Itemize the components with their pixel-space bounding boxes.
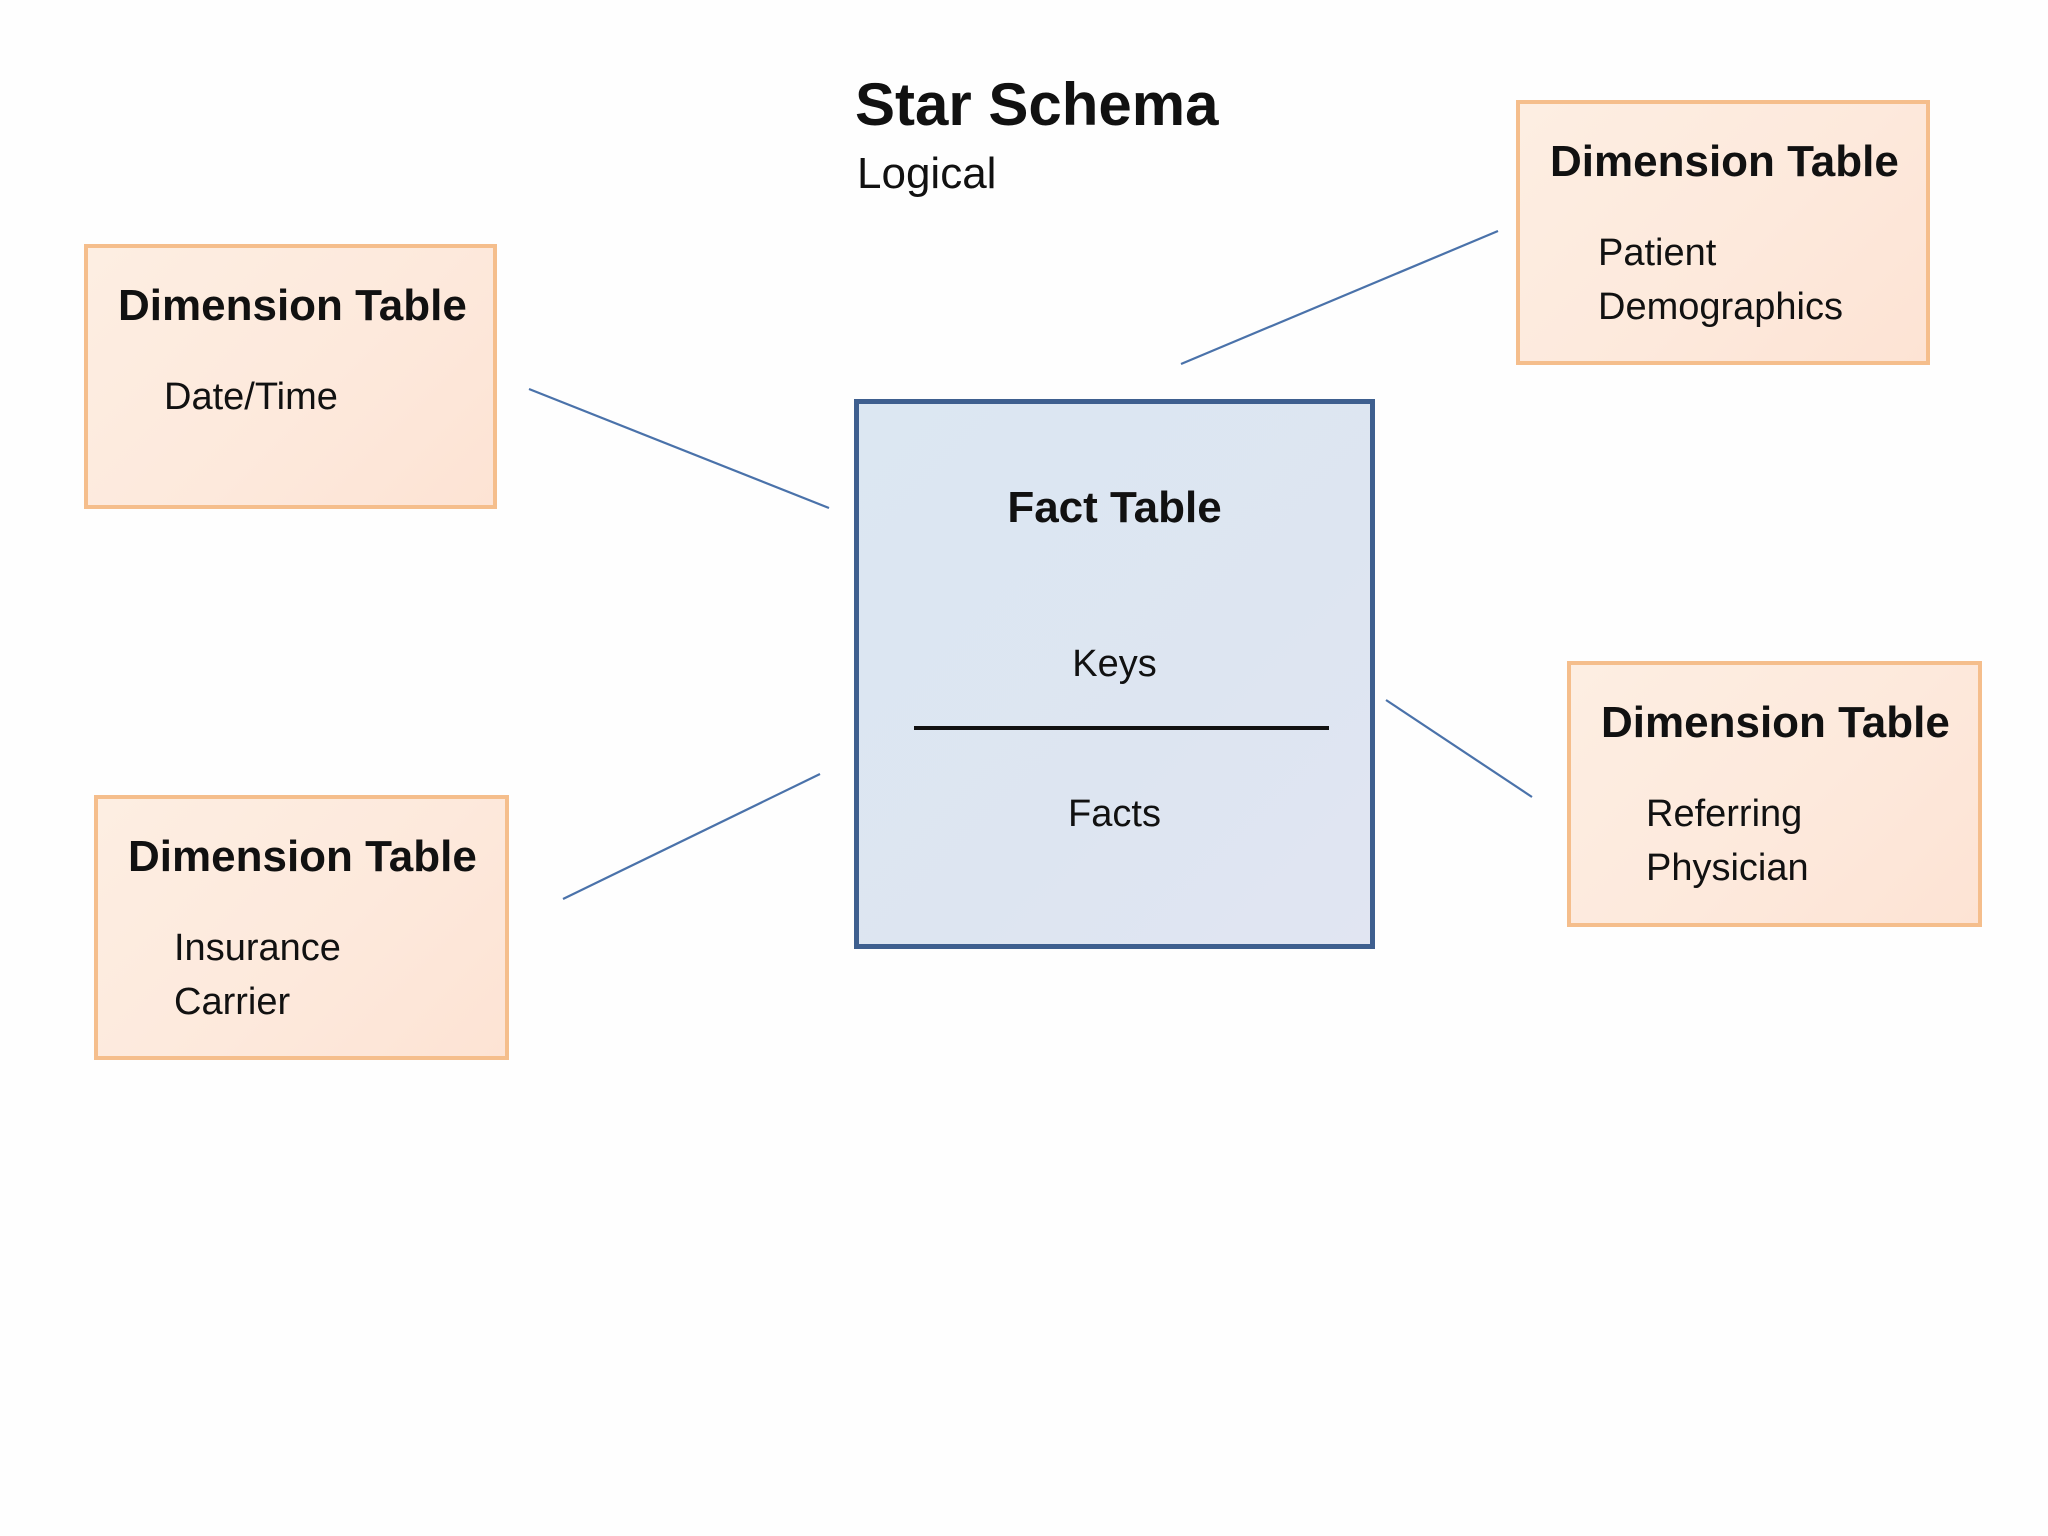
dimension-content-line: Carrier bbox=[174, 981, 291, 1023]
diagram-title: Star Schema bbox=[855, 71, 1219, 138]
fact-table-keys-label: Keys bbox=[1072, 643, 1157, 685]
connector-line-patient-demographics bbox=[1180, 229, 1499, 366]
fact-table: Fact Table Keys Facts bbox=[854, 399, 1375, 949]
diagram-subtitle: Logical bbox=[857, 149, 997, 198]
fact-table-divider bbox=[914, 726, 1329, 730]
dimension-content-line: Referring bbox=[1646, 793, 1803, 835]
connector-line-insurance-carrier bbox=[562, 773, 821, 900]
dimension-table-patient-demographics: Dimension Table Patient Demographics bbox=[1516, 100, 1930, 365]
dimension-table-referring-physician: Dimension Table Referring Physician bbox=[1567, 661, 1982, 927]
dimension-table-title: Dimension Table bbox=[118, 281, 467, 330]
dimension-table-date-time: Dimension Table Date/Time bbox=[84, 244, 497, 509]
connector-line-date-time bbox=[528, 387, 830, 510]
fact-table-facts-label: Facts bbox=[1068, 793, 1161, 835]
dimension-content-line: Patient bbox=[1598, 232, 1717, 274]
dimension-table-content: Referring Physician bbox=[1646, 787, 1946, 895]
dimension-table-title: Dimension Table bbox=[1601, 698, 1950, 747]
dimension-table-content: Patient Demographics bbox=[1598, 226, 1898, 334]
dimension-content-line: Insurance bbox=[174, 927, 341, 969]
dimension-table-content: Date/Time bbox=[164, 370, 464, 424]
connector-line-referring-physician bbox=[1385, 699, 1533, 798]
dimension-table-title: Dimension Table bbox=[1550, 137, 1899, 186]
dimension-table-content: Insurance Carrier bbox=[174, 921, 474, 1029]
dimension-content-line: Demographics bbox=[1598, 286, 1843, 328]
fact-table-title: Fact Table bbox=[1007, 483, 1222, 532]
dimension-table-title: Dimension Table bbox=[128, 832, 477, 881]
dimension-table-insurance-carrier: Dimension Table Insurance Carrier bbox=[94, 795, 509, 1060]
dimension-content-line: Physician bbox=[1646, 847, 1809, 889]
dimension-content-line: Date/Time bbox=[164, 376, 338, 418]
